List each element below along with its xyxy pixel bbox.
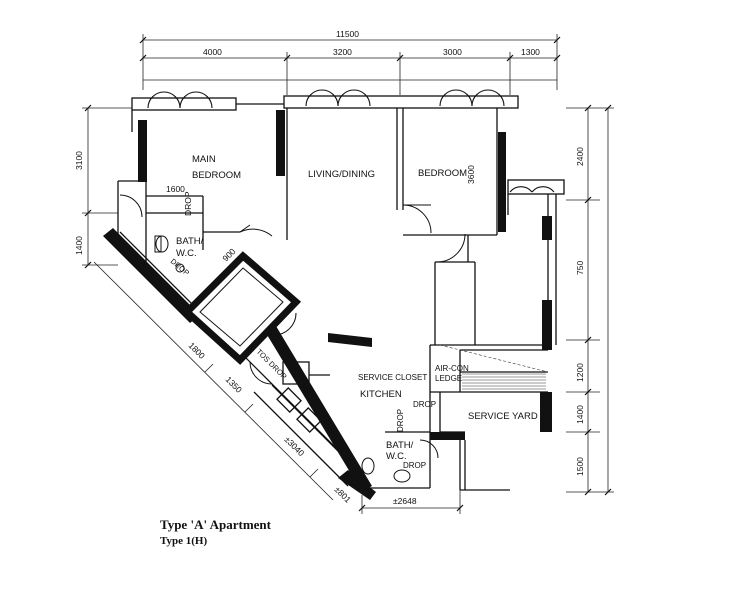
dim-right-5: 750 bbox=[575, 261, 585, 275]
label-main-bedroom-1: MAIN bbox=[192, 154, 216, 165]
dim-left-1: 3100 bbox=[74, 151, 84, 170]
dim-diag-4: ±3040 bbox=[283, 434, 307, 458]
dim-top-2: 3200 bbox=[333, 47, 352, 57]
drop-label-1: DROP bbox=[183, 191, 193, 216]
dim-diag-5: ±801 bbox=[333, 484, 354, 505]
label-aircon-1: AIR-CON bbox=[435, 364, 469, 373]
dim-bedroom-depth: 3600 bbox=[466, 165, 476, 184]
dim-right-4: 1500 bbox=[575, 457, 585, 476]
label-kitchen: KITCHEN bbox=[360, 389, 402, 400]
room-labels: MAIN BEDROOM LIVING/DINING BEDROOM BATH/… bbox=[176, 154, 538, 462]
dim-overall-top: 11500 bbox=[336, 29, 359, 39]
label-main-bedroom-2: BEDROOM bbox=[192, 170, 241, 181]
dim-top-3: 3000 bbox=[443, 47, 462, 57]
dim-right-2: 1200 bbox=[575, 363, 585, 382]
drop-label-5: DROP bbox=[403, 461, 426, 470]
label-bath-wc-2a: BATH/ bbox=[386, 440, 414, 451]
dim-right-3: 1400 bbox=[575, 405, 585, 424]
dimension-ticks bbox=[84, 36, 612, 512]
windows bbox=[147, 89, 555, 193]
plan-title: Type 'A' Apartment bbox=[160, 517, 271, 532]
dim-top-1: 4000 bbox=[203, 47, 222, 57]
dim-bath-width: 1600 bbox=[166, 184, 185, 194]
structural-walls bbox=[103, 110, 552, 500]
label-aircon-2: LEDGE bbox=[435, 374, 462, 383]
label-service-yard: SERVICE YARD bbox=[468, 411, 538, 422]
dim-top-4: 1300 bbox=[521, 47, 540, 57]
drop-label-4: DROP bbox=[396, 409, 405, 432]
door-swings bbox=[119, 194, 466, 459]
dim-diag-2: 1800 bbox=[187, 340, 208, 361]
household-shelter bbox=[181, 251, 302, 365]
label-bedroom: BEDROOM bbox=[418, 168, 467, 179]
dim-bottom: ±2648 bbox=[393, 496, 417, 506]
label-bath-wc-1b: W.C. bbox=[176, 248, 197, 259]
plan-subtitle: Type 1(H) bbox=[160, 535, 208, 547]
drop-label-2: DROP bbox=[169, 257, 191, 278]
drop-label-3: DROP bbox=[413, 400, 436, 409]
thin-walls bbox=[117, 95, 565, 491]
label-service-closet: SERVICE CLOSET bbox=[358, 373, 427, 382]
label-bath-wc-1a: BATH/ bbox=[176, 236, 204, 247]
dim-left-2: 1400 bbox=[74, 236, 84, 255]
dim-right-1: 2400 bbox=[575, 147, 585, 166]
service-yard-grille bbox=[439, 344, 549, 390]
dim-diag-3: 1350 bbox=[224, 374, 245, 395]
label-bath-wc-2b: W.C. bbox=[386, 451, 407, 462]
sanitary-fixtures bbox=[154, 235, 411, 483]
label-living-dining: LIVING/DINING bbox=[308, 169, 375, 180]
